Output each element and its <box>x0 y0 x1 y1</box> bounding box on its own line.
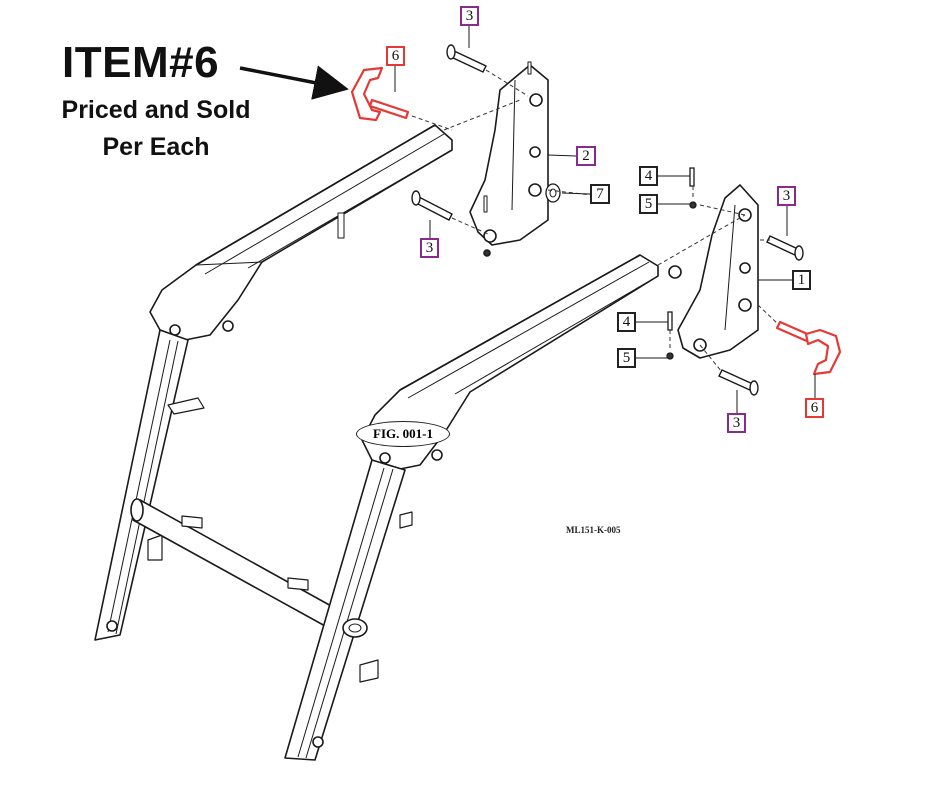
callout-5-upper: 5 <box>639 194 658 214</box>
leader-lines <box>394 26 816 413</box>
callout-3-right: 3 <box>777 186 796 206</box>
callout-7: 7 <box>590 184 610 204</box>
left-upright <box>94 329 205 641</box>
callout-3-top: 3 <box>460 6 479 26</box>
callout-4-upper: 4 <box>639 166 658 186</box>
right-boom-arm <box>361 254 659 471</box>
bracket-left <box>469 61 549 257</box>
screw-upper <box>689 167 695 187</box>
figure-label: FIG. 001-1 <box>356 421 450 447</box>
callout-2: 2 <box>576 146 596 166</box>
headline-arrow <box>239 65 349 100</box>
callout-4-lower: 4 <box>617 312 636 332</box>
model-code: ML151-K-005 <box>566 525 621 535</box>
callout-3-lower: 3 <box>727 413 746 433</box>
callout-3-left: 3 <box>420 238 439 258</box>
bolt-left <box>411 190 453 221</box>
bolt-right <box>766 235 804 261</box>
callout-6-top: 6 <box>386 46 405 66</box>
headline-subtitle-line2: Per Each <box>102 133 210 161</box>
nut-lower <box>666 352 674 360</box>
assembly-lines <box>411 69 779 373</box>
headline-title: ITEM#6 <box>62 38 220 87</box>
pin-item6-right <box>775 320 842 376</box>
bolt-top <box>446 44 487 73</box>
headline-subtitle-line1: Priced and Sold <box>61 96 251 124</box>
nut-upper <box>689 201 697 209</box>
callout-6-right: 6 <box>805 398 824 418</box>
pin-item6-top <box>350 66 410 122</box>
cross-tube <box>130 498 343 633</box>
small-hardware <box>545 167 697 360</box>
callout-5-lower: 5 <box>617 348 636 368</box>
screw-lower <box>667 311 673 331</box>
bolts <box>411 44 804 396</box>
right-upright <box>284 459 413 761</box>
left-boom-arm <box>149 124 453 341</box>
bolt-lower <box>718 369 759 396</box>
callout-1: 1 <box>792 270 811 290</box>
bracket-right <box>668 184 759 359</box>
